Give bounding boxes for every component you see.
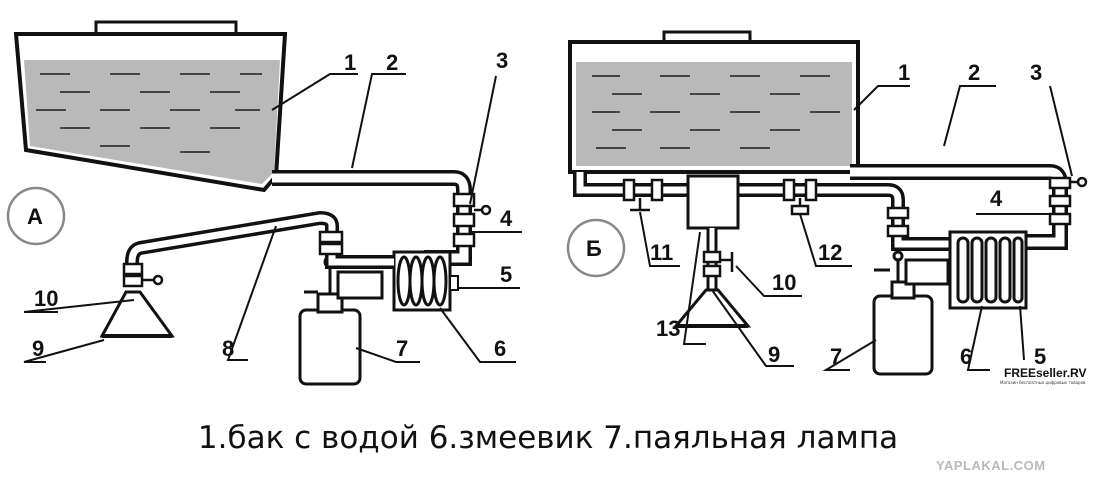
label-10-a: 10 bbox=[34, 286, 58, 311]
blowtorch-b bbox=[872, 250, 950, 376]
valve-10-a bbox=[142, 274, 164, 286]
label-5-a: 5 bbox=[500, 262, 512, 287]
badge-a: А bbox=[6, 186, 66, 246]
water-tank-b bbox=[568, 30, 860, 174]
label-13-b: 13 bbox=[656, 316, 680, 341]
label-6-a: 6 bbox=[494, 336, 506, 361]
coil-a bbox=[392, 250, 459, 312]
label-7-a: 7 bbox=[396, 336, 408, 361]
label-6-b: 6 bbox=[960, 344, 972, 369]
label-10-b: 10 bbox=[772, 270, 796, 295]
diagram-b: Б 1 2 3 4 5 6 7 9 10 11 12 13 bbox=[566, 30, 1088, 376]
diagram-a: А 1 2 3 4 5 6 7 8 10 9 bbox=[6, 20, 522, 386]
label-8-a: 8 bbox=[222, 336, 234, 361]
label-1-a: 1 bbox=[344, 50, 356, 75]
label-9-a: 9 bbox=[32, 336, 44, 361]
badge-a-text: А bbox=[27, 204, 43, 229]
leaders-b bbox=[639, 85, 1073, 371]
coil-b bbox=[948, 230, 1028, 310]
leaders-a bbox=[23, 73, 522, 363]
caption: 1.бак с водой 6.змеевик 7.паяльная лампа bbox=[197, 420, 899, 456]
label-3-b: 3 bbox=[1030, 60, 1042, 85]
badge-b-text: Б bbox=[586, 236, 602, 261]
label-7-b: 7 bbox=[830, 344, 842, 369]
condenser-box-b bbox=[686, 174, 740, 230]
label-12-b: 12 bbox=[818, 240, 842, 265]
blowtorch-a bbox=[298, 255, 384, 386]
label-9-b: 9 bbox=[768, 342, 780, 367]
label-2-b: 2 bbox=[968, 60, 980, 85]
water-tank-a bbox=[13, 20, 288, 193]
collector-funnel-a bbox=[99, 290, 175, 338]
brand-tagline: Магазин бесплатных цифровых товаров bbox=[1000, 380, 1086, 385]
brand-logo: FREEseller.RV bbox=[1004, 366, 1087, 380]
label-4-b: 4 bbox=[990, 186, 1003, 211]
label-4-a: 4 bbox=[500, 206, 513, 231]
label-2-a: 2 bbox=[386, 50, 398, 75]
valve-b bbox=[1048, 176, 1088, 226]
valve-11-b bbox=[630, 198, 650, 212]
label-3-a: 3 bbox=[496, 48, 508, 73]
valve-a bbox=[452, 192, 492, 248]
watermark: YAPLAKAL.COM bbox=[936, 458, 1046, 473]
label-11-b: 11 bbox=[650, 240, 673, 265]
badge-b: Б bbox=[566, 218, 626, 278]
label-5-b: 5 bbox=[1034, 344, 1046, 369]
label-1-b: 1 bbox=[898, 60, 910, 85]
